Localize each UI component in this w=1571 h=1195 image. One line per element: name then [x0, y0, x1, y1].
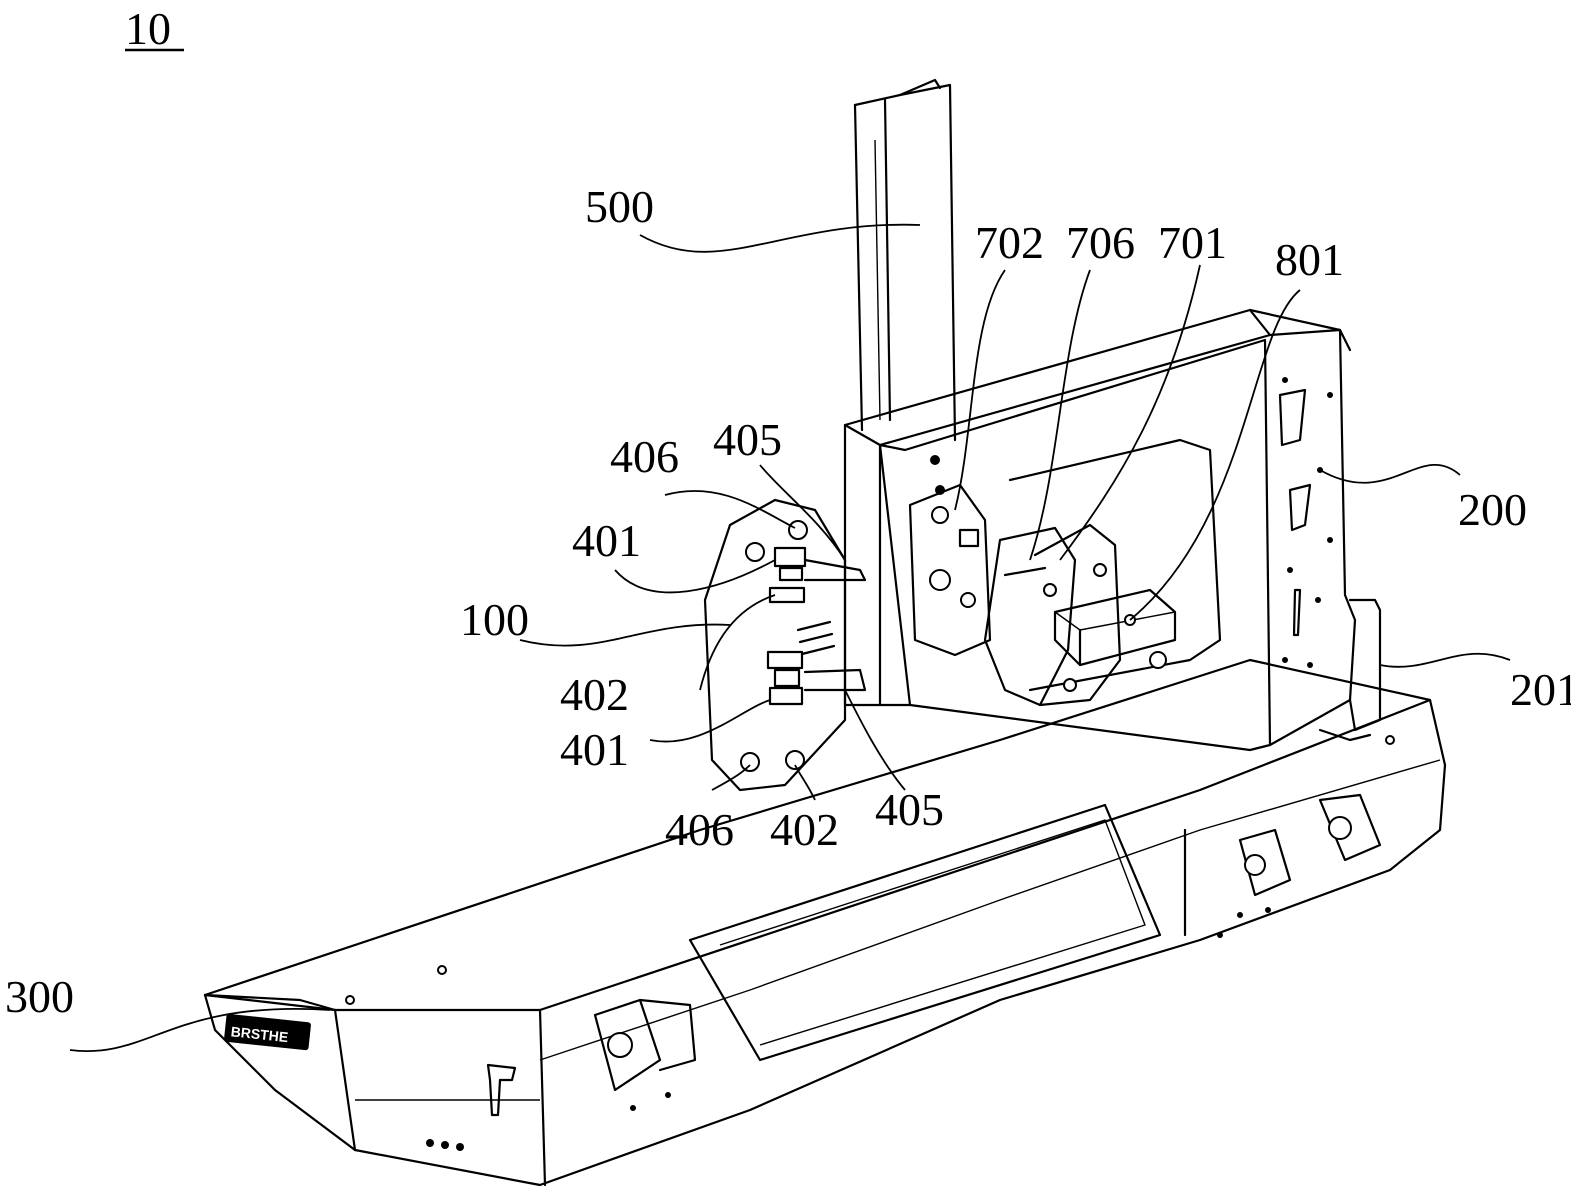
hinge-bolt-left	[745, 542, 765, 562]
vertical-post	[853, 78, 957, 442]
post-flange-1	[883, 98, 892, 422]
post-flange-2	[874, 139, 881, 421]
shackle-mount-left	[593, 998, 697, 1092]
hinge-plate	[703, 498, 867, 792]
carrier-housing	[843, 308, 1357, 752]
mount-nut	[958, 528, 980, 548]
leader-405-bottom	[844, 689, 906, 791]
bar-801-knob	[1149, 651, 1167, 669]
housing-right-panel	[1268, 328, 1357, 747]
bumper-center-channel	[688, 803, 1162, 1062]
shackle-mount-right	[1318, 793, 1382, 862]
leader-402-top	[699, 594, 776, 691]
plate-slot-2	[798, 632, 834, 644]
bumper-front-face	[203, 698, 1447, 1187]
leader-406-bottom	[711, 764, 751, 791]
plate-hole-1	[930, 455, 940, 465]
label-801: 801	[1275, 234, 1344, 285]
rear-bumper: BRSTHE	[203, 658, 1447, 1187]
label-405-top: 405	[713, 414, 782, 465]
housing-left-edge	[843, 423, 912, 707]
post-left-edge	[853, 103, 864, 432]
reference-labels: 500 702 706 701 801 406 405 401 200 100 …	[5, 181, 1571, 1022]
leader-500	[639, 223, 921, 253]
label-500: 500	[585, 181, 654, 232]
label-406-top: 406	[610, 431, 679, 482]
lower-bracket	[1318, 598, 1382, 742]
label-201: 201	[1510, 664, 1571, 715]
label-406-bottom: 406	[665, 804, 734, 855]
leader-702	[954, 269, 1006, 511]
bumper-logo-plate	[224, 1013, 311, 1051]
cam-706	[983, 526, 1077, 707]
mount-702	[908, 483, 992, 657]
label-702: 702	[975, 217, 1044, 268]
bumper-holes	[345, 735, 1395, 1151]
leader-706	[1029, 269, 1091, 561]
post-cap	[898, 78, 942, 97]
leader-406-top	[664, 490, 796, 529]
shaft	[1003, 566, 1047, 577]
leader-300	[69, 1008, 331, 1052]
label-706: 706	[1066, 217, 1135, 268]
hinge-bolt-406-bottom	[740, 752, 760, 772]
leader-405-top	[759, 464, 846, 561]
leader-402-bottom	[794, 764, 816, 801]
bumper-channel-inner	[719, 819, 1146, 1046]
leader-401-top	[614, 559, 776, 594]
leader-100	[519, 623, 731, 647]
post-top-edge	[853, 83, 957, 442]
hinge-knuckle-lower	[766, 650, 867, 706]
shackle-mount-mid	[1238, 828, 1292, 897]
label-405-bottom: 405	[875, 784, 944, 835]
label-300: 300	[5, 971, 74, 1022]
bumper-top-face	[203, 658, 1432, 1012]
bumper-latch	[486, 1063, 517, 1117]
leader-801	[1129, 289, 1301, 621]
bracket-base	[1318, 728, 1372, 742]
leader-401-bottom	[649, 699, 771, 743]
bumper-front-crease	[539, 759, 1441, 1061]
plate-slot-3	[800, 644, 836, 656]
leader-lines	[69, 223, 1511, 1052]
label-401-top: 401	[572, 515, 641, 566]
bar-801-top-edge	[1054, 611, 1176, 631]
label-701: 701	[1158, 217, 1227, 268]
label-402-bottom: 402	[770, 804, 839, 855]
hinge-knuckle-upper	[768, 546, 867, 604]
label-100: 100	[460, 594, 529, 645]
leader-200	[1319, 463, 1461, 484]
plate-slot-1	[796, 620, 832, 632]
leader-201	[1379, 652, 1511, 668]
bar-801	[1053, 588, 1177, 667]
bumper-end-top	[203, 993, 337, 1012]
flange-701	[1033, 523, 1122, 707]
figure-number: 10	[125, 3, 184, 54]
leader-701	[1059, 264, 1201, 561]
label-401-bottom: 401	[560, 724, 629, 775]
bumper-logo-text: BRSTHE	[230, 1023, 289, 1045]
figure-number-text: 10	[125, 3, 171, 54]
bumper-edge-2	[333, 1008, 357, 1152]
label-200: 200	[1458, 484, 1527, 535]
side-panel-features	[1278, 377, 1333, 668]
hinge-plate-outline	[703, 498, 847, 792]
hinge-bolt-402-bottom	[785, 750, 805, 770]
hinge-bolt-406-top	[788, 520, 808, 540]
label-402-top: 402	[560, 669, 629, 720]
bumper-edge-1	[538, 1008, 547, 1187]
